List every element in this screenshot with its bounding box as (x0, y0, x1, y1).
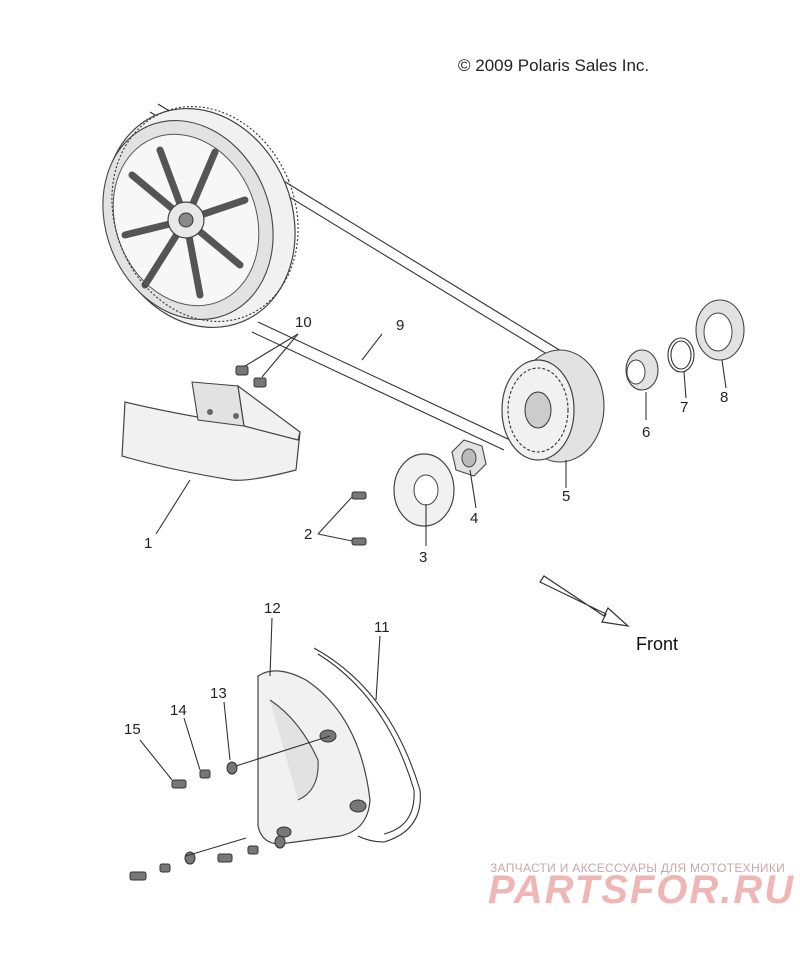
callout-6: 6 (642, 424, 651, 441)
callout-8: 8 (720, 389, 729, 406)
front-sprocket (501, 349, 605, 463)
callout-7: 7 (680, 399, 689, 416)
watermark-logo: PARTSFOR.RU (488, 868, 796, 912)
rear-wheel (102, 106, 299, 329)
bolts-10 (235, 333, 299, 388)
o-ring-7 (667, 337, 695, 373)
callout-1: 1 (144, 535, 153, 552)
seal-8 (695, 299, 745, 361)
callout-14: 14 (170, 702, 187, 719)
callout-2: 2 (304, 526, 313, 543)
fasteners-lower (129, 835, 286, 881)
callout-11: 11 (374, 619, 390, 636)
gasket-11 (313, 647, 421, 843)
callout-9: 9 (396, 317, 405, 334)
front-direction-label: Front (636, 634, 679, 654)
callout-5: 5 (562, 488, 571, 505)
spacer-6 (625, 349, 659, 391)
belt-guard (121, 381, 301, 481)
callout-3: 3 (419, 549, 428, 566)
leader-lines (139, 333, 727, 781)
callout-15: 15 (124, 721, 141, 738)
fasteners-upper (171, 735, 331, 789)
copyright-notice: © 2009 Polaris Sales Inc. (458, 56, 650, 75)
front-arrow (539, 575, 630, 627)
callout-4: 4 (470, 510, 479, 527)
callout-10: 10 (295, 314, 312, 331)
screws-2 (317, 491, 367, 546)
callout-12: 12 (264, 600, 281, 617)
cover-12 (257, 670, 371, 845)
watermark-tagline: ЗАПЧАСТИ И АКСЕССУАРЫ ДЛЯ МОТОТЕХНИКИ (490, 861, 786, 875)
nut-4 (451, 439, 487, 477)
lock-plate-3 (393, 453, 455, 527)
callout-13: 13 (210, 685, 227, 702)
